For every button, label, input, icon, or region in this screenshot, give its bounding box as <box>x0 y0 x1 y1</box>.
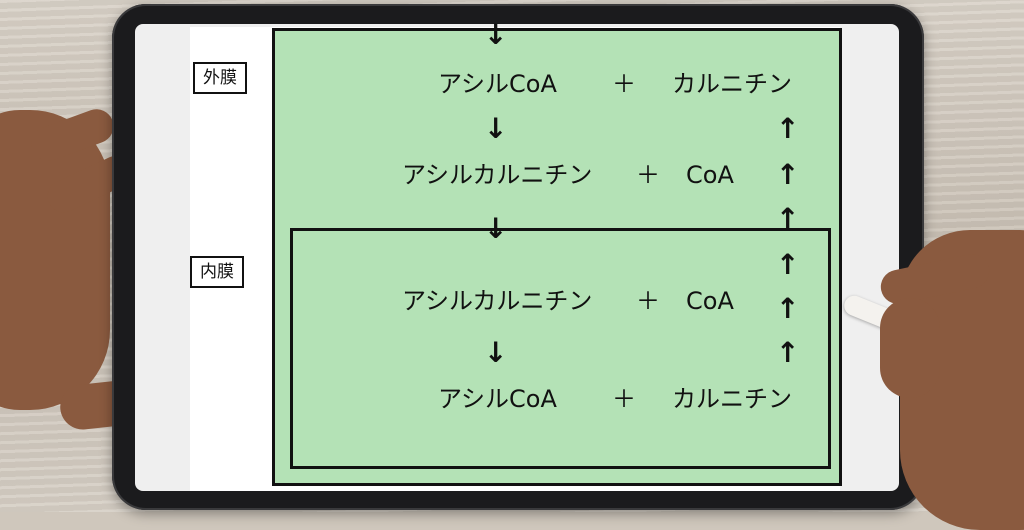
row2-right: CoA <box>686 161 734 189</box>
up-arrow-3: ↑ <box>776 202 800 235</box>
row1-left: アシルCoA <box>438 70 557 98</box>
down-arrow-1: ↓ <box>484 112 508 145</box>
outer-membrane-line <box>272 28 842 31</box>
left-hand <box>0 110 110 410</box>
up-arrow-6: ↑ <box>776 336 800 369</box>
inner-membrane-label: 内膜 <box>190 256 244 288</box>
row2-left: アシルカルニチン <box>402 161 593 189</box>
up-arrow-1: ↑ <box>776 112 800 145</box>
up-arrow-2: ↑ <box>776 158 800 191</box>
row3-left: アシルカルニチン <box>402 287 593 315</box>
down-arrow-3: ↓ <box>484 336 508 369</box>
row2-plus: ＋ <box>636 161 660 189</box>
up-arrow-4: ↑ <box>776 248 800 281</box>
down-arrow-2: ↓ <box>484 212 508 245</box>
row3-plus: ＋ <box>636 287 660 315</box>
up-arrow-5: ↑ <box>776 292 800 325</box>
right-thumb <box>880 298 940 398</box>
outer-membrane-label: 外膜 <box>193 62 247 94</box>
row4-right: カルニチン <box>672 385 792 413</box>
inner-membrane-box <box>290 228 831 469</box>
row4-left: アシルCoA <box>438 385 557 413</box>
intermembrane-region <box>272 28 842 486</box>
row3-right: CoA <box>686 287 734 315</box>
row1-plus: ＋ <box>612 70 636 98</box>
down-arrow-top: ↓ <box>484 18 508 51</box>
row4-plus: ＋ <box>612 385 636 413</box>
row1-right: カルニチン <box>672 70 792 98</box>
